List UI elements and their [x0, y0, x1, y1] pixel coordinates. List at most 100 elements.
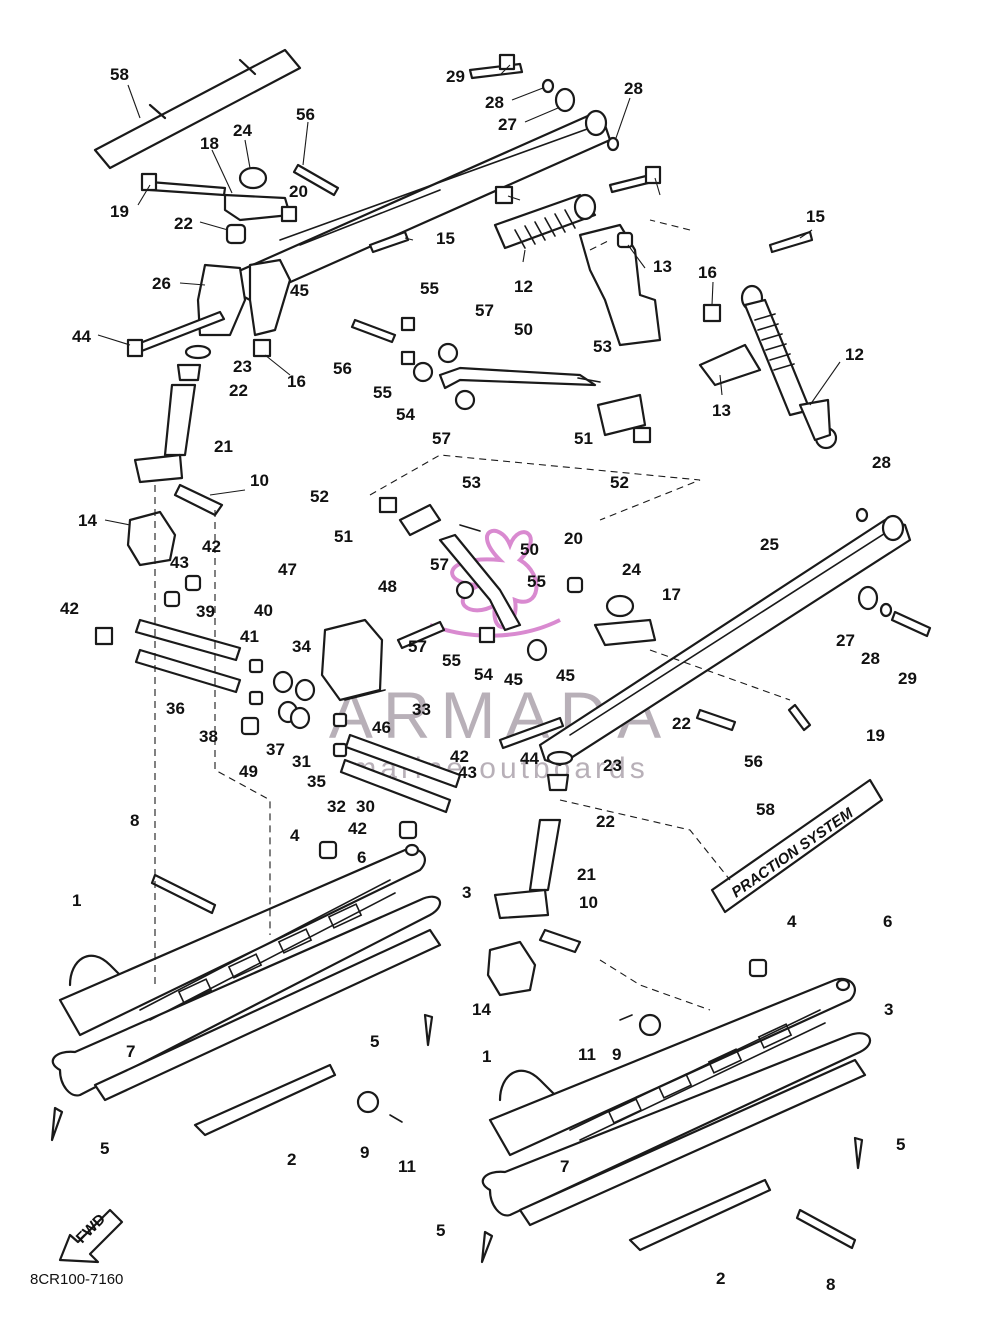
plate-51-top [596, 393, 647, 437]
callout-51-mid: 51 [334, 527, 353, 546]
bushing-40-b [294, 678, 316, 702]
callout-10-right: 10 [579, 893, 598, 912]
callout-14-right: 14 [472, 1000, 491, 1019]
callout-9-right: 9 [612, 1045, 621, 1064]
cap-24-right [605, 594, 635, 618]
callout-2-left: 2 [287, 1150, 296, 1169]
bolt-56-mid [350, 318, 397, 344]
callout-15-right: 15 [806, 207, 825, 226]
tie-rod-50-top [438, 366, 597, 390]
collar-55-mid [478, 626, 496, 644]
callout-17: 17 [662, 585, 681, 604]
callout-53-mid: 53 [462, 473, 481, 492]
callout-13-right: 13 [712, 401, 731, 420]
callout-55-a: 55 [420, 279, 439, 298]
callout-31: 31 [292, 752, 311, 771]
pin-11-left [389, 1114, 403, 1123]
callout-45-top: 45 [290, 281, 309, 300]
washer-28-right-b [879, 602, 893, 618]
callout-46: 46 [372, 718, 391, 737]
bolt-8-left [150, 873, 217, 915]
callout-25: 25 [760, 535, 779, 554]
callout-11-left: 11 [398, 1157, 416, 1176]
bushing-10-right [538, 928, 582, 954]
bolt-19 [148, 180, 227, 197]
washer-28-top-b [606, 136, 620, 152]
nut-35 [332, 712, 348, 728]
callout-20-top: 20 [289, 182, 308, 201]
washer-6-left [404, 843, 420, 857]
callout-40: 40 [254, 601, 273, 620]
callout-58-right: 58 [756, 800, 775, 819]
callout-20-right: 20 [564, 529, 583, 548]
callout-45-mid: 45 [504, 670, 523, 689]
callout-5-right-b: 5 [436, 1221, 445, 1240]
arm-36 [134, 648, 242, 694]
callout-45-low: 45 [556, 666, 575, 685]
stopper-14-left [126, 510, 177, 567]
callout-48: 48 [378, 577, 397, 596]
cap-24 [238, 166, 268, 190]
callout-2-right: 2 [716, 1269, 725, 1288]
washer-28-top [541, 78, 555, 94]
callout-13-top: 13 [653, 257, 672, 276]
callout-8-left: 8 [130, 811, 139, 830]
callout-7-left: 7 [126, 1042, 135, 1061]
callout-16-left: 16 [287, 372, 306, 391]
joint-57-top [437, 342, 459, 364]
callout-36: 36 [166, 699, 185, 718]
bolt-44-right [498, 716, 565, 750]
callout-42-left: 42 [202, 537, 221, 556]
bolt-19-head [140, 172, 158, 192]
callout-8-right: 8 [826, 1275, 835, 1294]
assembly-lines [154, 219, 791, 1011]
decal-text: PRACTION SYSTEM [729, 804, 857, 901]
callout-9-left: 9 [360, 1143, 369, 1162]
stud-5-left-b [423, 1013, 434, 1047]
callout-21-right: 21 [577, 865, 596, 884]
callout-21-top: 21 [214, 437, 233, 456]
callout-57-top-b: 57 [432, 429, 451, 448]
nut-9-right [638, 1013, 662, 1037]
callout-44-top: 44 [72, 327, 91, 346]
callout-51-top: 51 [574, 429, 593, 448]
decal-58-right: PRACTION SYSTEM [710, 778, 884, 914]
decal-top [93, 48, 302, 170]
pin-11-right [619, 1014, 633, 1021]
callout-26: 26 [152, 274, 171, 293]
callout-35: 35 [307, 772, 326, 791]
callout-1-left: 1 [72, 891, 81, 910]
callout-28-right: 28 [872, 453, 891, 472]
collar-41 [248, 658, 264, 674]
callout-19-top: 19 [110, 202, 129, 221]
arm-30 [339, 758, 452, 814]
callout-57-top: 57 [475, 301, 494, 320]
collar-42-right [398, 820, 418, 840]
callout-3-left: 3 [462, 883, 471, 902]
ski-left [51, 847, 442, 1102]
bolt-19-right [787, 703, 812, 732]
bolt-29-right [890, 610, 932, 638]
bracket-34 [320, 618, 384, 702]
washer-28-right [855, 507, 869, 523]
nut-4-left [318, 840, 338, 860]
nut-16-left [252, 338, 272, 358]
diagram-code: 8CR100-7160 [30, 1271, 123, 1288]
callout-6-right: 6 [883, 912, 892, 931]
nut-52-mid [378, 496, 398, 514]
callout-12-right: 12 [845, 345, 864, 364]
runner-2-right [628, 1178, 772, 1252]
shock-12-center [493, 193, 597, 250]
bracket-46 [344, 689, 386, 701]
collar-43-left [163, 590, 181, 608]
callout-24-right: 24 [622, 560, 641, 579]
callout-34: 34 [292, 637, 311, 656]
callout-4-left: 4 [290, 826, 300, 845]
callout-5-right: 5 [896, 1135, 905, 1154]
callout-22-right: 22 [672, 714, 691, 733]
collar-13-top [616, 231, 634, 249]
bracket-18 [223, 193, 292, 222]
washer-6-right [835, 978, 851, 992]
bolt-15-top-head [644, 165, 662, 185]
bolt-29-top [468, 53, 524, 80]
